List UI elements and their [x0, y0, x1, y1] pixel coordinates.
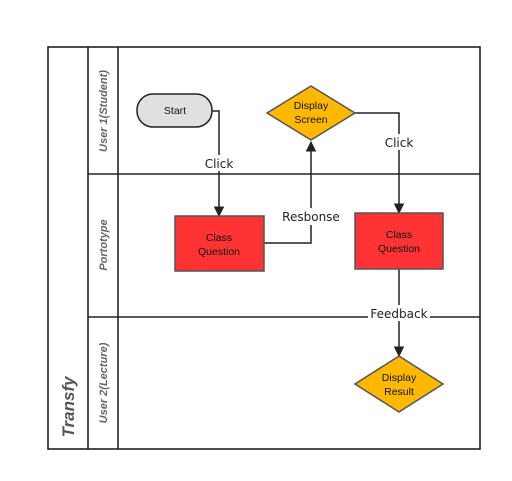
nodes: Start Display Screen Class Question Clas…: [136, 85, 445, 413]
class-question-1-label-line2: Question: [198, 246, 240, 258]
edge-display-screen-to-class-question: [355, 112, 405, 215]
edge-label-bg: [382, 134, 417, 150]
edge-start-to-class-question: [212, 110, 225, 218]
edge-label-click-1: Click: [205, 157, 234, 171]
lane-label-prototype: Portotype: [98, 219, 110, 270]
display-screen-shape: [265, 85, 357, 141]
class-question-node-2[interactable]: Class Question: [354, 212, 444, 270]
pool-title: Transfy: [59, 375, 78, 438]
edge-label-click-2: Click: [385, 136, 414, 150]
class-question-1-label-line1: Class: [206, 232, 232, 244]
class-question-2-shape: [354, 212, 444, 270]
edge-label-feedback: Feedback: [370, 307, 427, 321]
display-result-node[interactable]: Display Result: [353, 355, 445, 413]
edge-label-bg: [202, 155, 237, 171]
display-result-shape: [353, 355, 445, 413]
pool-border: [47, 46, 481, 450]
edge-class-question-to-display-screen: [264, 140, 317, 244]
display-result-label-line1: Display: [382, 372, 417, 384]
start-shape: [136, 93, 213, 128]
edge-label-bg: [368, 305, 430, 321]
edge-label-bg: [278, 208, 344, 225]
start-node[interactable]: Start: [136, 93, 213, 128]
edges: Click Resbonse Click Feedback: [202, 110, 430, 358]
display-screen-label-line2: Screen: [294, 114, 327, 126]
display-screen-node[interactable]: Display Screen: [265, 85, 357, 141]
lane-label-lecture: User 2(Lecture): [98, 342, 110, 423]
display-result-label-line2: Result: [384, 386, 414, 398]
class-question-2-label-line2: Question: [378, 243, 420, 255]
display-screen-label-line1: Display: [294, 100, 329, 112]
lane-labels: User 1(Student) Portotype User 2(Lecture…: [98, 70, 110, 424]
class-question-2-label-line1: Class: [386, 229, 412, 241]
start-label: Start: [164, 105, 186, 117]
edge-label-resbonse: Resbonse: [282, 210, 340, 224]
class-question-node-1[interactable]: Class Question: [174, 215, 265, 272]
class-question-1-shape: [174, 215, 265, 272]
lane-label-student: User 1(Student): [98, 70, 110, 152]
